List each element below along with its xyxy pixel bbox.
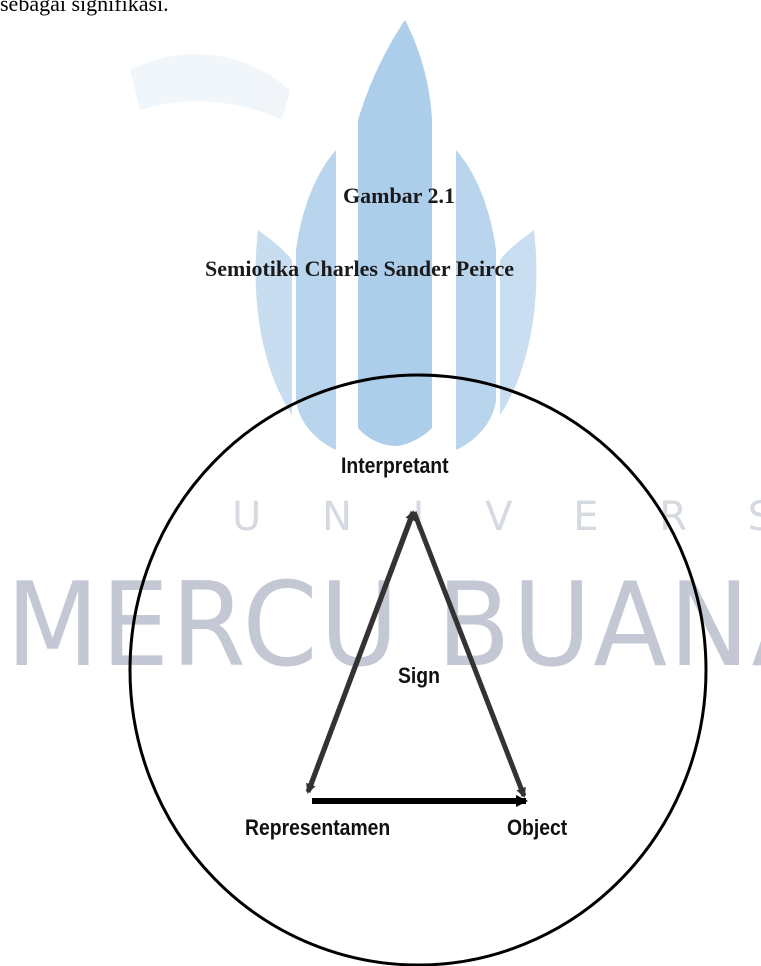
outer-circle [128, 373, 708, 966]
figure-number: Gambar 2.1 [343, 183, 456, 208]
body-text-fragment: sebagai signifikasi. [0, 0, 169, 16]
arrow-interpretant-to-representamen [305, 515, 415, 794]
interpretant-label: Interpretant [341, 453, 449, 478]
figure-title: Semiotika Charles Sander Peirce [205, 256, 514, 281]
arrow-interpretant-to-object [411, 511, 527, 798]
representamen-label: Representamen [245, 815, 391, 840]
object-label: Object [507, 815, 568, 840]
sign-label: Sign [398, 663, 440, 688]
